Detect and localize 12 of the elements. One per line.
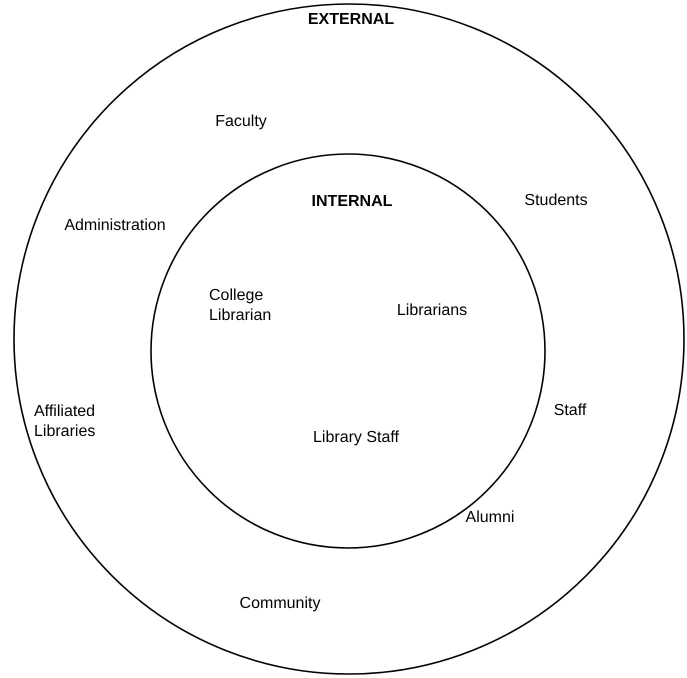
stakeholder-label: Librarians bbox=[396, 302, 468, 320]
stakeholder-label: Faculty bbox=[215, 113, 267, 131]
stakeholder-label: Staff bbox=[554, 402, 586, 420]
stakeholder-label: Community bbox=[240, 595, 320, 613]
stakeholder-label: Students bbox=[524, 192, 588, 210]
stakeholder-label: College Librarian bbox=[209, 286, 272, 326]
stakeholder-label: Affiliated Libraries bbox=[34, 402, 96, 442]
stakeholder-label: Alumni bbox=[466, 509, 514, 527]
group-heading: INTERNAL bbox=[312, 193, 392, 211]
group-heading: EXTERNAL bbox=[308, 11, 394, 29]
stakeholder-label: Library Staff bbox=[313, 429, 399, 447]
stakeholder-label: Administration bbox=[64, 217, 166, 235]
